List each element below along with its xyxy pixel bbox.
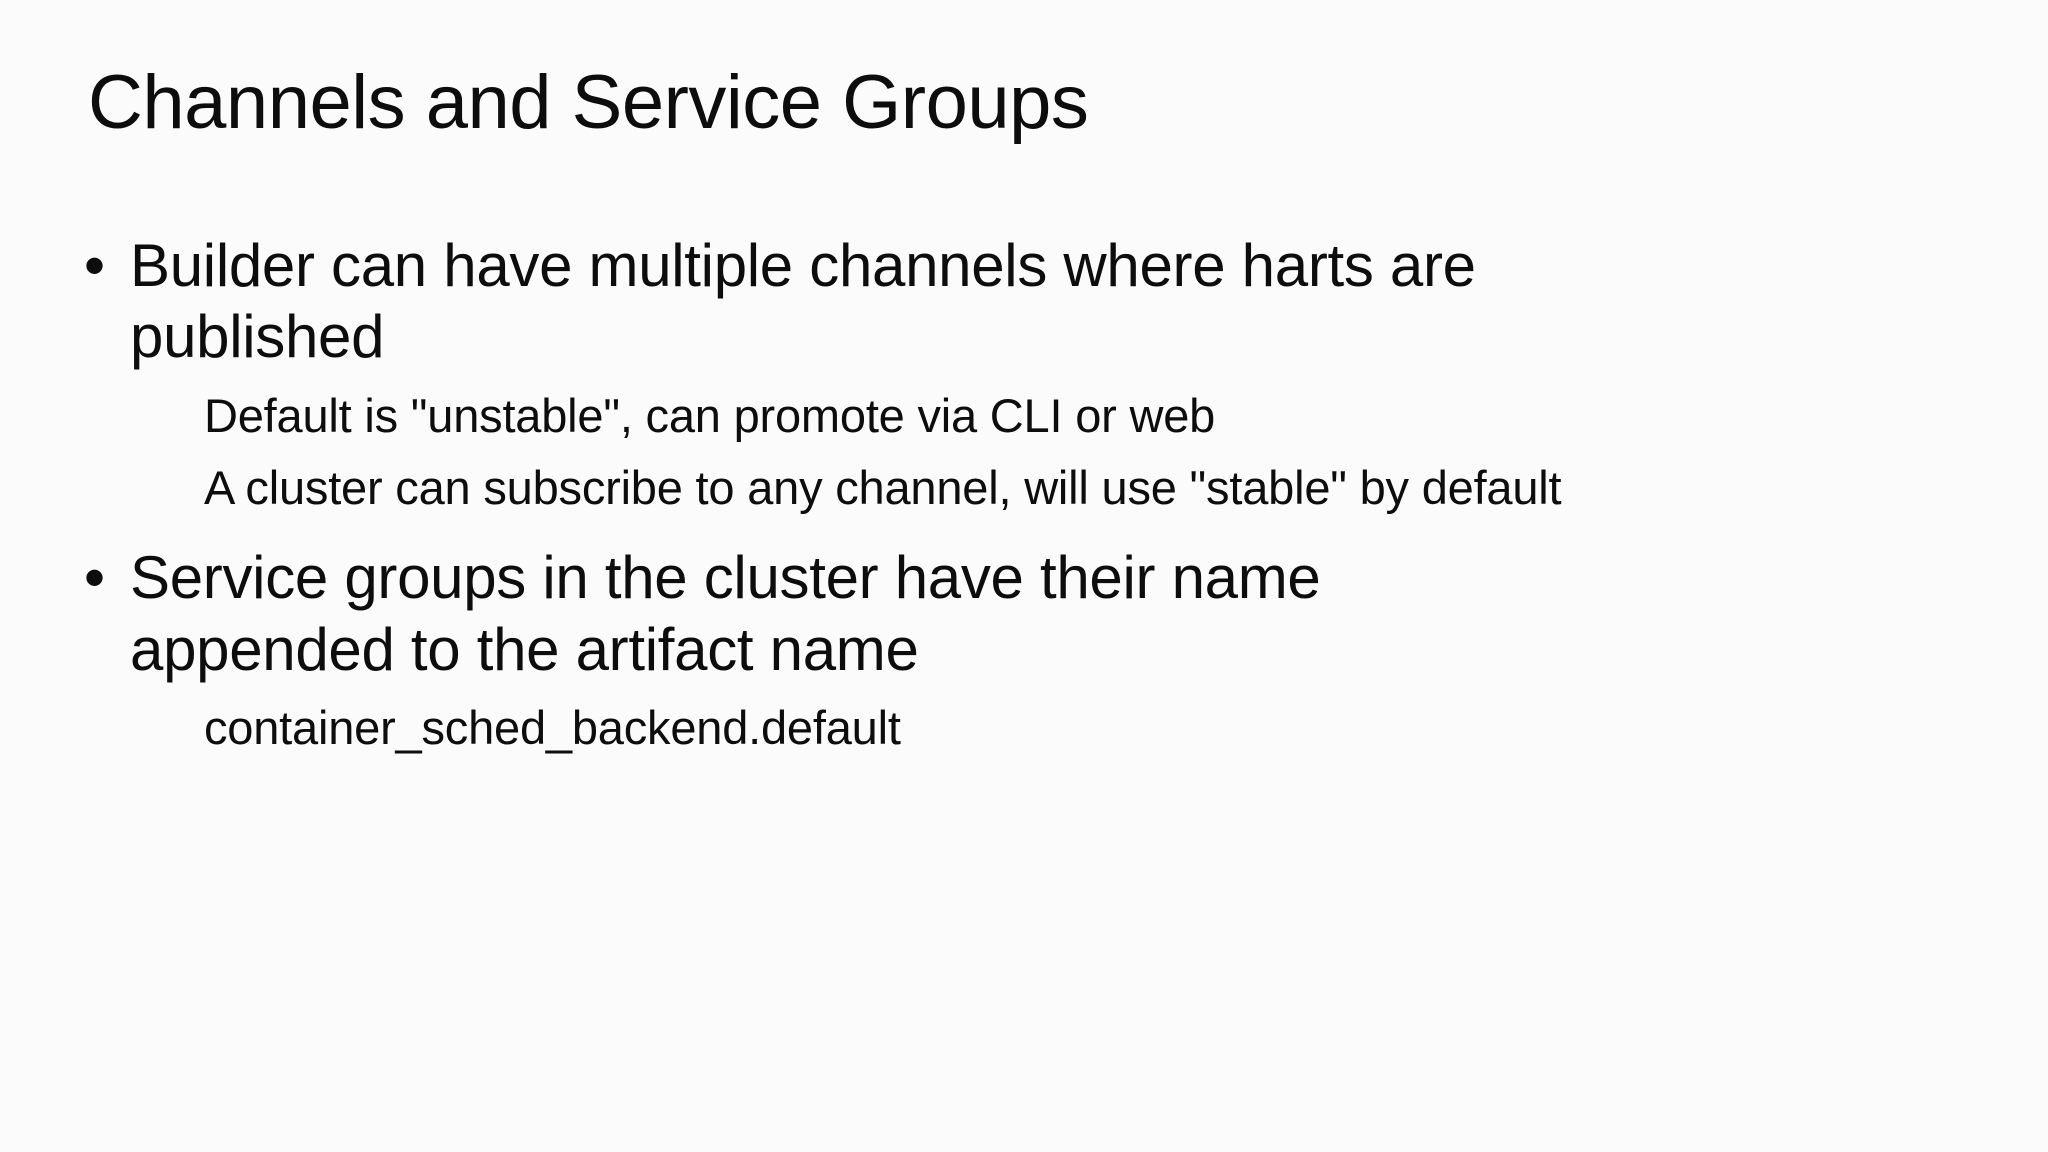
bullet-text: container_sched_backend.default bbox=[204, 701, 901, 755]
bullet-marker-icon: • bbox=[84, 544, 105, 612]
slide-body: • Builder can have multiple channels whe… bbox=[80, 230, 1980, 763]
bullet-text: Default is "unstable", can promote via C… bbox=[204, 388, 1216, 442]
bullet-text: Service groups in the cluster have their… bbox=[130, 544, 1321, 683]
slide-title: Channels and Service Groups bbox=[88, 60, 1089, 145]
bullet-item-level2: A cluster can subscribe to any channel, … bbox=[80, 459, 1624, 517]
bullet-text: A cluster can subscribe to any channel, … bbox=[204, 460, 1562, 514]
bullet-item-level2: container_sched_backend.default bbox=[80, 699, 1624, 757]
bullet-text: Builder can have multiple channels where… bbox=[130, 232, 1476, 371]
bullet-item-level2: Default is "unstable", can promote via C… bbox=[80, 387, 1624, 445]
bullet-marker-icon: • bbox=[84, 232, 105, 299]
bullet-item-level1: • Builder can have multiple channels whe… bbox=[80, 230, 1610, 373]
bullet-item-level1: • Service groups in the cluster have the… bbox=[80, 542, 1460, 685]
